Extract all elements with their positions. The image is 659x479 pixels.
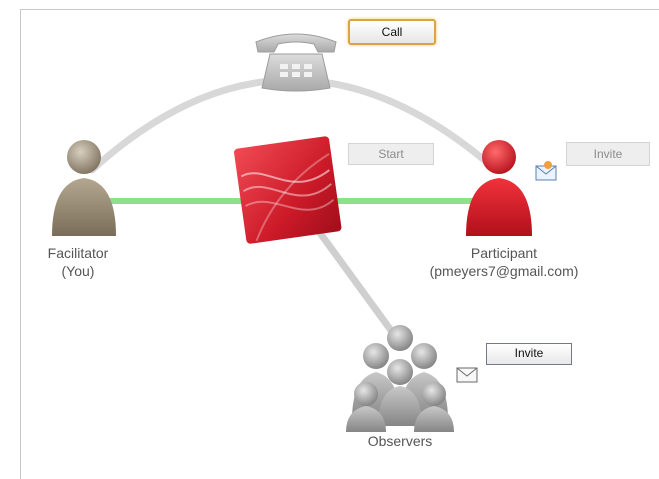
invite-participant-button[interactable]: Invite (566, 142, 650, 166)
email-invite-icon[interactable] (456, 367, 478, 383)
start-button[interactable]: Start (348, 143, 434, 165)
call-button[interactable]: Call (348, 19, 436, 45)
connection-diagram (52, 33, 557, 432)
observers-group-avatar (346, 325, 454, 432)
participant-label: Participant (pmeyers7@gmail.com) (394, 244, 614, 280)
facilitator-avatar (52, 140, 116, 236)
participant-avatar (466, 140, 532, 236)
telephone-icon (255, 33, 337, 92)
facilitator-label: Facilitator (You) (16, 244, 140, 280)
email-invite-icon[interactable] (535, 161, 557, 181)
participant-email: (pmeyers7@gmail.com) (429, 263, 579, 279)
app-logo-icon (234, 136, 342, 244)
facilitator-note: (You) (61, 263, 95, 279)
participant-name: Participant (470, 245, 538, 261)
facilitator-name: Facilitator (47, 245, 109, 261)
panel-frame (20, 9, 659, 479)
session-setup-panel: Call Start Invite Invite Facilitator (Yo… (16, 9, 659, 479)
observers-label: Observers (367, 433, 433, 449)
invite-observers-button[interactable]: Invite (486, 343, 572, 365)
